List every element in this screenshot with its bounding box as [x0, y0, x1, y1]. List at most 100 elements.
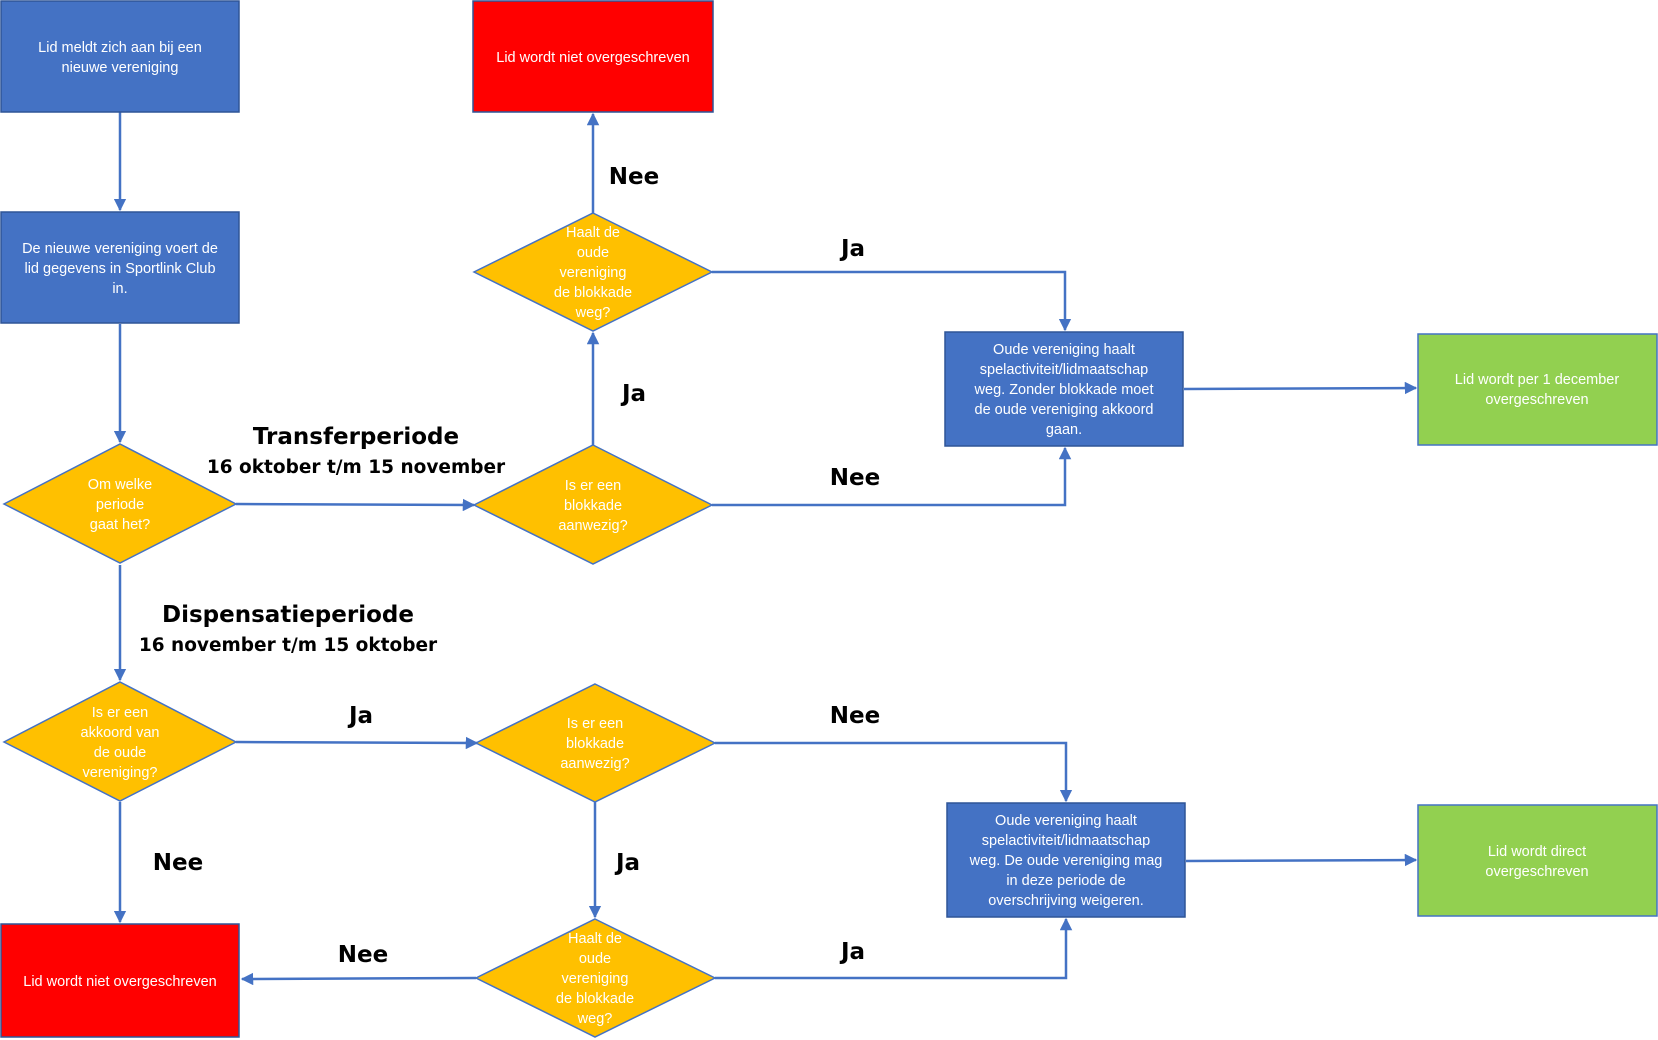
node-text-line: Is er een — [567, 716, 623, 732]
terminal-box-transfer-not-transferred — [472, 0, 714, 113]
node-text-line: de blokkade — [554, 285, 632, 301]
node-text-line: Is er een — [565, 478, 621, 494]
terminal-transfer-result-text: Lid wordt per 1 december overgeschreven — [1455, 372, 1620, 408]
node-text-line: Oude vereniging haalt — [995, 813, 1137, 829]
node-text-line: weg? — [577, 1011, 613, 1027]
node-text-line: de blokkade — [556, 991, 634, 1007]
decision-shape-transfer-blockade — [472, 444, 714, 565]
node-text-line: Haalt de — [566, 225, 620, 241]
node-text-line: oude — [577, 245, 609, 261]
node-text-line: spelactiviteit/lidmaatschap — [982, 833, 1150, 849]
node-text-line: Om welke — [88, 477, 152, 493]
connector-agreement-to-dispensation-blockade — [235, 736, 479, 750]
decision-transfer-remove-blockade: Haalt de oude vereniging de blokkade weg? — [472, 212, 714, 332]
process-dispensation-old-club-action-text: Oude vereniging haalt spelactiviteit/lidm… — [969, 813, 1163, 909]
node-text-line: aanwezig? — [558, 518, 627, 534]
terminal-box-transfer-result — [1417, 333, 1658, 446]
process-dispensation-old-club-action: Oude vereniging haalt spelactiviteit/lidm… — [946, 802, 1186, 918]
edge-label-dispensation-blockade-yes: Ja — [614, 850, 640, 876]
node-text-line: aanwezig? — [560, 756, 629, 772]
process-start-text: Lid meldt zich aan bij een nieuwe verenig… — [38, 40, 202, 76]
edge-label-dispensation-blockade-no: Nee — [830, 703, 880, 729]
terminal-transfer-not-transferred: Lid wordt niet overgeschreven — [472, 0, 714, 113]
node-text-line: in deze periode de — [1006, 873, 1125, 889]
terminal-box-dispensation-not-transferred — [0, 923, 240, 1038]
node-text-line: Haalt de — [568, 931, 622, 947]
node-text-line: Lid wordt niet overgeschreven — [496, 50, 689, 66]
process-enter-data: De nieuwe vereniging voert de lid gegeven… — [0, 211, 240, 324]
connector-dispensation-remove-to-old-club-action — [715, 917, 1073, 980]
node-text-line: spelactiviteit/lidmaatschap — [980, 362, 1148, 378]
node-text-line: Lid wordt direct — [1488, 844, 1586, 860]
edge-label-transfer-remove-no: Nee — [609, 164, 659, 190]
node-text-line: vereniging — [560, 265, 627, 281]
process-start: Lid meldt zich aan bij een nieuwe verenig… — [0, 0, 240, 113]
node-text-line: de oude vereniging akkoord — [975, 402, 1154, 418]
process-transfer-old-club-action-text: Oude vereniging haalt spelactiviteit/lidm… — [974, 342, 1154, 438]
terminal-transfer-not-transferred-text: Lid wordt niet overgeschreven — [496, 50, 689, 66]
node-text-line: Lid wordt per 1 december — [1455, 372, 1620, 388]
node-text-line: De nieuwe vereniging voert de — [22, 241, 218, 257]
process-transfer-old-club-action: Oude vereniging haalt spelactiviteit/lidm… — [944, 331, 1184, 447]
edge-label-transfer-blockade-yes: Ja — [620, 381, 646, 407]
terminal-dispensation-result-text: Lid wordt direct overgeschreven — [1485, 844, 1588, 880]
node-text-line: vereniging? — [83, 765, 158, 781]
connector-dispensation-blockade-to-old-club-action — [715, 741, 1073, 803]
node-text-line: periode — [96, 497, 144, 513]
node-text-line: weg. Zonder blokkade moet — [974, 382, 1154, 398]
connector-remove-blockade-to-old-club-action — [712, 270, 1072, 332]
node-text-line: Oude vereniging haalt — [993, 342, 1135, 358]
node-text-line: in. — [112, 281, 127, 297]
edge-label-dispensation-agreement-no: Nee — [153, 850, 203, 876]
decision-transfer-remove-blockade-text: Haalt de oude vereniging de blokkade weg? — [554, 225, 632, 321]
process-box-dispensation-old-club-action — [946, 802, 1186, 918]
node-text-line: weg? — [575, 305, 611, 321]
node-text-line: oude — [579, 951, 611, 967]
terminal-dispensation-result: Lid wordt direct overgeschreven — [1417, 804, 1658, 917]
decision-shape-dispensation-remove-blockade — [474, 918, 717, 1038]
process-box-enter-data — [0, 211, 240, 324]
edge-label-transfer-blockade-no: Nee — [830, 465, 880, 491]
dispensation-period-title: Dispensatieperiode — [162, 602, 414, 628]
edge-label-dispensation-agreement-yes: Ja — [347, 703, 373, 729]
node-text-line: weg. De oude vereniging mag — [969, 853, 1163, 869]
node-text-line: lid gegevens in Sportlink Club — [24, 261, 215, 277]
connector-which-period-to-transfer-blockade — [235, 498, 476, 512]
decision-shape-dispensation-agreement — [2, 681, 238, 802]
terminal-box-dispensation-result — [1417, 804, 1658, 917]
process-box-start — [0, 0, 240, 113]
terminal-dispensation-not-transferred: Lid wordt niet overgeschreven — [0, 923, 240, 1038]
connector-dispensation-old-club-to-result — [1185, 853, 1418, 867]
node-text-line: Is er een — [92, 705, 148, 721]
terminal-transfer-result: Lid wordt per 1 december overgeschreven — [1417, 333, 1658, 446]
node-text-line: akkoord van — [81, 725, 160, 741]
decision-dispensation-remove-blockade: Haalt de oude vereniging de blokkade weg? — [474, 918, 717, 1038]
edge-label-dispensation-remove-no: Nee — [338, 942, 388, 968]
node-text-line: overgeschreven — [1485, 864, 1588, 880]
decision-which-period: Om welke periode gaat het? — [2, 443, 238, 564]
transfer-period-title: Transferperiode — [253, 424, 459, 450]
decision-dispensation-remove-blockade-text: Haalt de oude vereniging de blokkade weg? — [556, 931, 634, 1027]
node-text-line: nieuwe vereniging — [62, 60, 179, 76]
node-text-line: Lid meldt zich aan bij een — [38, 40, 202, 56]
node-text-line: gaan. — [1046, 422, 1082, 438]
connectors — [113, 112, 1418, 986]
process-enter-data-text: De nieuwe vereniging voert de lid gegeven… — [22, 241, 218, 297]
node-text-line: overgeschreven — [1485, 392, 1588, 408]
process-box-transfer-old-club-action — [944, 331, 1184, 447]
node-text-line: gaat het? — [90, 517, 150, 533]
connector-dispensation-remove-to-not-transferred — [240, 972, 477, 986]
node-text-line: vereniging — [562, 971, 629, 987]
decision-shape-which-period — [2, 443, 238, 564]
transfer-period-range: 16 oktober t/m 15 november — [207, 457, 506, 478]
dispensation-period-range: 16 november t/m 15 oktober — [139, 635, 438, 656]
connector-transfer-blockade-to-old-club-action — [712, 446, 1072, 507]
node-text-line: overschrijving weigeren. — [988, 893, 1144, 909]
